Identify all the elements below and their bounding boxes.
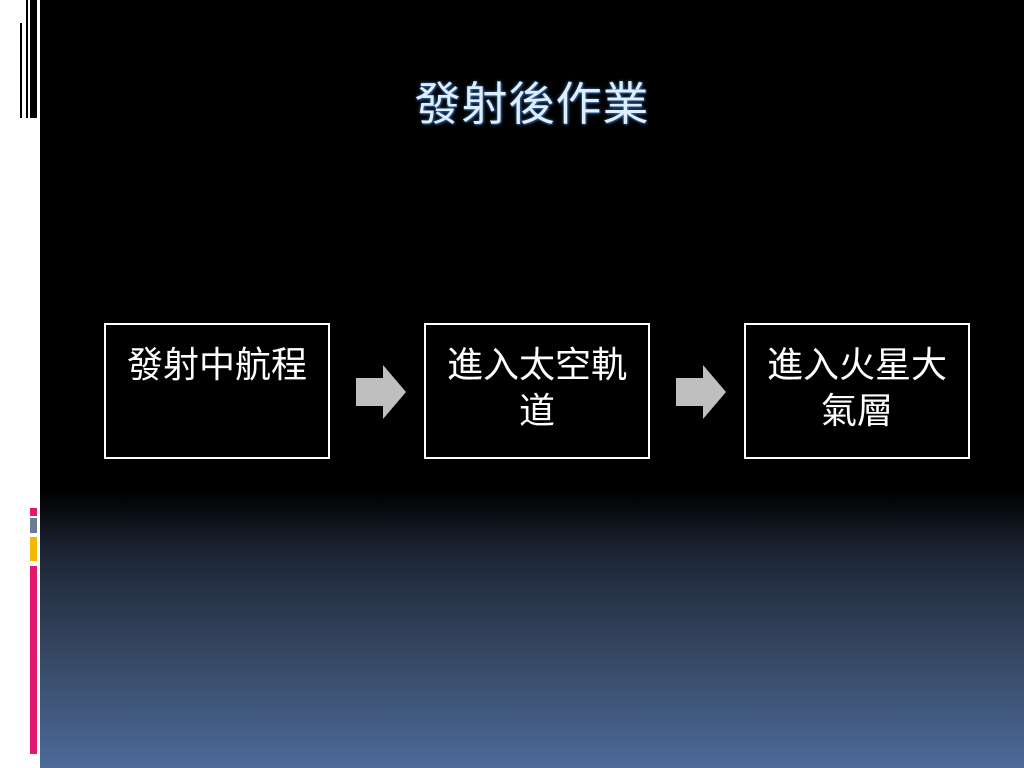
process-step-enter-mars-atmosphere: 進入火星大氣層 bbox=[744, 323, 970, 459]
decoration-stripe bbox=[26, 0, 28, 25]
decoration-stripe bbox=[20, 23, 22, 118]
decoration-stripe bbox=[30, 23, 37, 118]
right-arrow-icon bbox=[676, 365, 726, 419]
accent-gray bbox=[30, 518, 37, 533]
accent-orange bbox=[30, 537, 37, 561]
accent-pink-small bbox=[30, 508, 37, 516]
right-arrow-icon bbox=[356, 365, 406, 419]
process-step-enter-space-orbit: 進入太空軌道 bbox=[424, 323, 650, 459]
accent-pink-long bbox=[30, 566, 37, 754]
decoration-stripe bbox=[26, 23, 28, 118]
decoration-stripe bbox=[30, 0, 37, 25]
process-step-launch-cruise: 發射中航程 bbox=[104, 323, 330, 459]
slide-title: 發射後作業 bbox=[414, 77, 650, 131]
side-decoration-bar bbox=[0, 0, 40, 768]
